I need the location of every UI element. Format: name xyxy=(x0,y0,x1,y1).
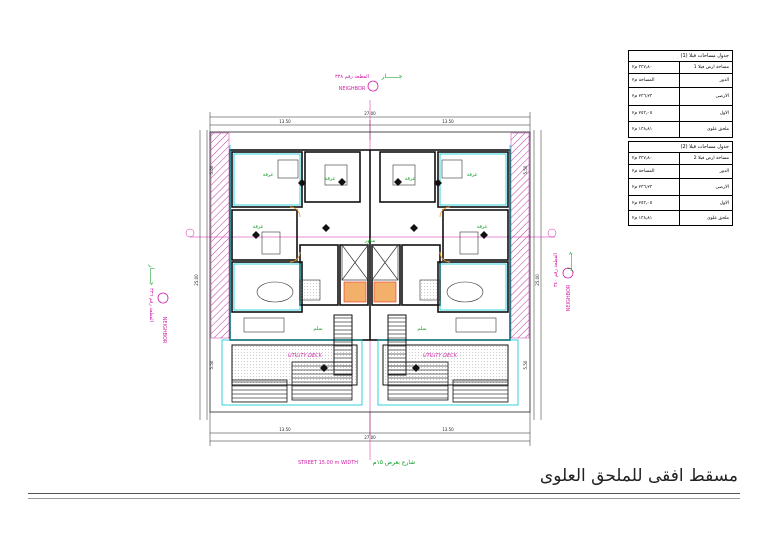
dimension-sides xyxy=(199,130,542,420)
room-label-3: غرفة xyxy=(253,224,264,230)
table-row: ١٣٨٫٨١ م٢ ملحق علوى xyxy=(629,122,732,137)
table-row: ١٣٨٫٨١ م٢ ملحق علوى xyxy=(629,211,732,225)
plot-right-label: القطعة رقم ٣٤٠ xyxy=(553,253,559,287)
dim-right-top: 5.50 xyxy=(523,165,528,174)
room-label-6: غرفة xyxy=(405,176,416,182)
table-row: ٣٣٧٫٨٠ م٢ مساحة ارض فيلا 2 xyxy=(629,153,732,165)
dim-top-right: 13.50 xyxy=(442,119,454,124)
level-markers xyxy=(252,178,488,372)
neighbor-markers xyxy=(157,80,574,304)
table-row: ٣٣٧٫٨٠ م٢ مساحة ارض فيلا 1 xyxy=(629,62,732,74)
table-row: المساحة م٢ الدور xyxy=(629,74,732,88)
street-ar: شارع بعرض ١٥م xyxy=(373,459,415,466)
dim-left-bottom: 5.50 xyxy=(209,360,214,369)
stair-label-left: سلم xyxy=(313,326,322,332)
room-label-4: غرفة xyxy=(477,224,488,230)
plot-left-label: القطعة رقم ٣٣٦ xyxy=(148,288,154,322)
shaft-label: مناور xyxy=(364,238,376,244)
room-label-5: غرفة xyxy=(325,176,336,182)
neighbor-left-en: NEIGHBOR xyxy=(161,317,167,344)
plot-boundary xyxy=(209,131,531,413)
utility-deck-left-label: UTILITY DECK xyxy=(288,353,323,359)
neighbor-right-en: NEIGHBOR xyxy=(566,284,572,311)
setback-hatch-right xyxy=(510,132,530,339)
plot-top-label: القطعة رقم ٣٣٨ xyxy=(335,74,369,80)
furniture xyxy=(243,159,497,333)
title-underline xyxy=(28,493,740,494)
dim-top-total: 27.00 xyxy=(364,111,376,116)
street-en: STREET 15.00 m WIDTH xyxy=(298,460,358,466)
room-label-1: غرفة xyxy=(263,172,274,178)
dim-bottom-left: 13.50 xyxy=(279,427,291,432)
neighbor-top-ar: جـــــــار xyxy=(381,73,403,80)
title-underline-2 xyxy=(28,498,740,499)
dim-right-bottom: 5.50 xyxy=(523,360,528,369)
area-table-1-title: جدول مساحات فيلا (1) xyxy=(629,51,732,62)
neighbor-right-ar: جـــــــار xyxy=(567,251,574,273)
neighbor-left-ar: جـــــــار xyxy=(148,264,155,286)
room-label-2: غرفة xyxy=(467,172,478,178)
area-table-2: جدول مساحات فيلا (2) ٣٣٧٫٨٠ م٢ مساحة ارض… xyxy=(628,141,733,226)
stair-label-right: سلم xyxy=(417,326,426,332)
building-walls xyxy=(229,149,511,341)
utility-deck-right xyxy=(382,344,509,403)
table-row: ٢٣٦٫٢٣ م٢ الارضى xyxy=(629,179,732,196)
neighbor-top-en: NEIGHBOR xyxy=(339,86,366,92)
dim-bottom-total: 27.00 xyxy=(364,435,376,440)
utility-deck-left xyxy=(231,344,358,403)
table-row: ٢٥٣٫٠٥ م٢ الاول xyxy=(629,106,732,122)
dim-bottom-right: 13.50 xyxy=(442,427,454,432)
orange-shafts xyxy=(343,281,397,303)
drawing-title: مسقط افقى للملحق العلوى xyxy=(539,466,738,486)
table-row: ٢٣٦٫٢٣ م٢ الارضى xyxy=(629,88,732,106)
table-row: ٢٥٣٫٠٥ م٢ الاول xyxy=(629,196,732,211)
area-table-2-title: جدول مساحات فيلا (2) xyxy=(629,142,732,153)
dim-left-top: 5.50 xyxy=(209,165,214,174)
utility-deck-right-label: UTILITY DECK xyxy=(423,353,458,359)
table-row: المساحة م٢ الدور xyxy=(629,165,732,179)
dim-left-total: 25.00 xyxy=(194,274,199,286)
dim-top-left: 13.50 xyxy=(279,119,291,124)
setback-hatch-left xyxy=(210,132,230,339)
area-table-1: جدول مساحات فيلا (1) ٣٣٧٫٨٠ م٢ مساحة ارض… xyxy=(628,50,733,138)
dim-right-total: 25.00 xyxy=(535,274,540,286)
door-swings xyxy=(289,206,451,263)
central-shafts xyxy=(341,244,399,281)
